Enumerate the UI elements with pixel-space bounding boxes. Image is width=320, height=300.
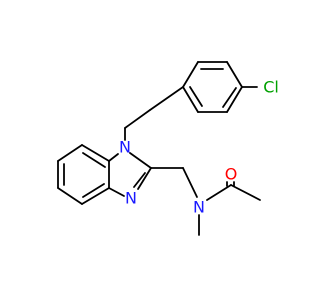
bond [133, 172, 146, 188]
bond [108, 187, 125, 197]
bond [149, 86, 184, 111]
bond [189, 86, 203, 107]
amide-nitrogen-label: N [193, 198, 205, 217]
carbonyl-oxygen-label: O [225, 165, 238, 184]
bond [226, 61, 243, 88]
bond [82, 183, 105, 198]
bond [230, 184, 261, 201]
bond [57, 144, 83, 162]
bond [82, 152, 106, 168]
bond-group [57, 61, 261, 236]
ring-nitrogen-label: N [119, 138, 131, 157]
imine-nitrogen-label: N [125, 189, 137, 208]
atom-labels: Cl N N N O [119, 78, 279, 217]
bond [182, 86, 199, 113]
bond [226, 86, 243, 113]
bond [206, 184, 232, 201]
bond [182, 167, 198, 198]
structural-formula: Cl N N N O [57, 61, 279, 236]
bond [137, 167, 152, 190]
bond [81, 144, 110, 162]
bond [182, 61, 199, 88]
bond [222, 87, 237, 108]
chlorine-atom-label: Cl [263, 78, 279, 97]
bond [81, 187, 110, 205]
carbonyl-double-bond [226, 181, 235, 187]
bond [57, 187, 83, 205]
bond [124, 109, 151, 129]
bond [108, 153, 119, 162]
bond [129, 152, 152, 169]
